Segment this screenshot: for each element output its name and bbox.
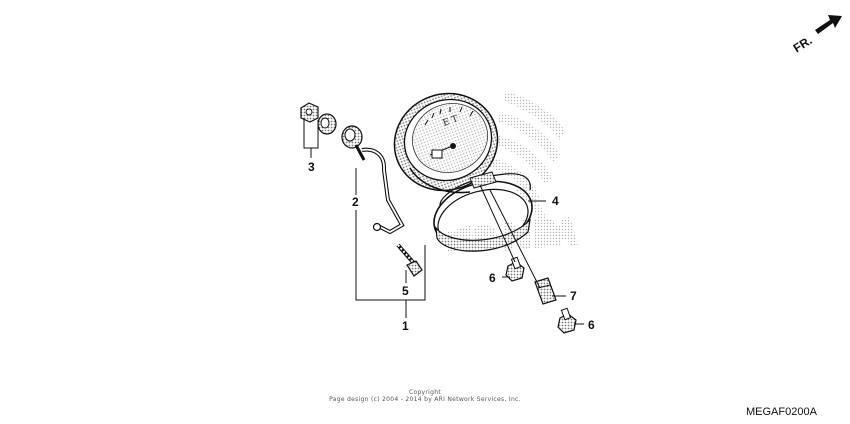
diagram-code: MEGAF0200A bbox=[746, 406, 817, 418]
callout-6-upper: 6 bbox=[489, 271, 496, 285]
bulb-socket-harness bbox=[341, 125, 405, 235]
speedometer-assembly: E T bbox=[393, 92, 499, 194]
mounting-stay bbox=[534, 277, 557, 305]
callout-1: 1 bbox=[402, 319, 409, 333]
leader-lines bbox=[303, 118, 584, 325]
svg-text:E T: E T bbox=[442, 114, 460, 129]
screw bbox=[396, 243, 423, 277]
copyright-title: Copyright bbox=[408, 389, 442, 396]
copyright-notice: Page design (c) 2004 - 2014 by ARI Netwo… bbox=[329, 396, 521, 403]
callout-7: 7 bbox=[570, 289, 577, 303]
callout-2: 2 bbox=[352, 195, 359, 209]
callout-4: 4 bbox=[552, 194, 559, 208]
callout-6-lower: 6 bbox=[588, 318, 595, 332]
callout-3: 3 bbox=[308, 160, 315, 174]
callout-labels: 1 2 3 4 5 6 6 7 bbox=[308, 160, 595, 333]
callout-5: 5 bbox=[402, 284, 409, 298]
front-direction-arrow: FR. bbox=[791, 15, 842, 55]
front-marker-label: FR. bbox=[791, 33, 815, 55]
bolt-lower bbox=[557, 307, 577, 334]
